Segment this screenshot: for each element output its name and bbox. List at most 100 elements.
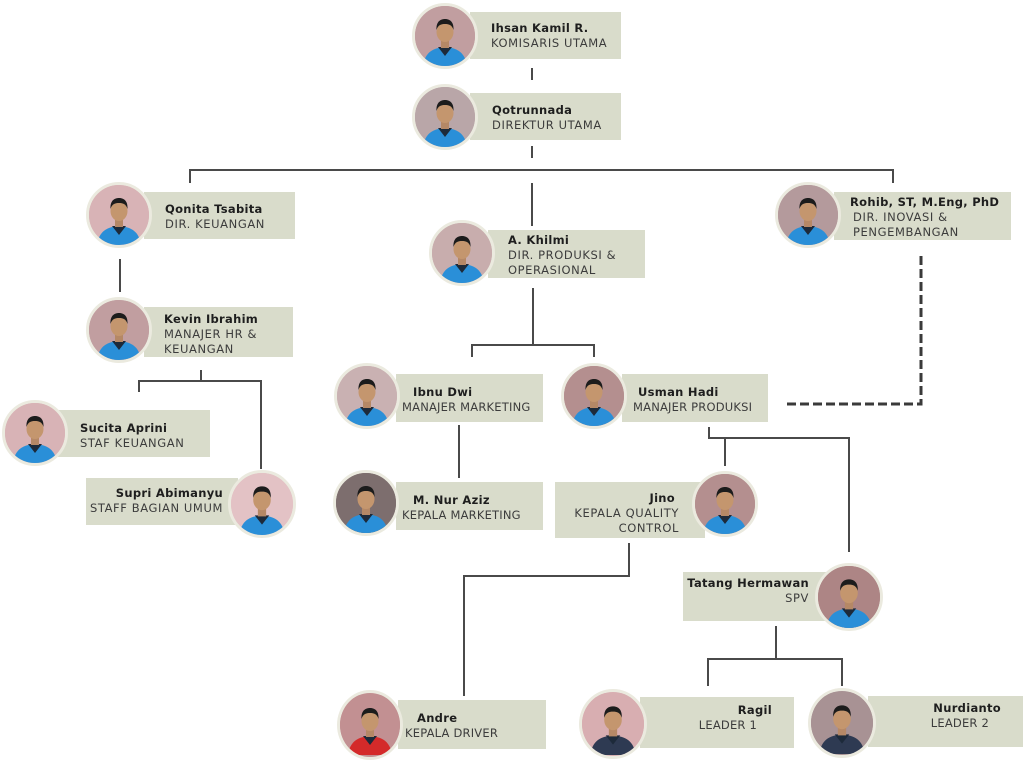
person-name: Ihsan Kamil R. [491, 21, 589, 35]
person-role: KEPALA MARKETING [402, 508, 521, 522]
avatar-manajer-marketing [334, 363, 400, 429]
shirt [572, 407, 616, 426]
shirt [13, 444, 57, 463]
face [361, 711, 379, 731]
node-label-box [396, 374, 543, 422]
person-role: DIR. INOVASI & PENGEMBANGAN [853, 210, 959, 239]
connector-produksi-managers [471, 288, 595, 357]
person-role: MANAJER HR & KEUANGAN [164, 327, 258, 356]
person-role: MANAJER MARKETING [402, 400, 531, 414]
collar [360, 407, 374, 416]
shirt [703, 515, 747, 534]
person-role: SPV [785, 591, 809, 605]
person-name: Sucita Aprini [80, 421, 168, 435]
face [110, 201, 128, 221]
person-role: KEPALA DRIVER [405, 726, 499, 740]
connector-mprod-children [708, 427, 850, 552]
shirt [344, 514, 388, 533]
node-label-box [640, 697, 794, 748]
person-role: STAF KEUANGAN [80, 436, 185, 450]
person-name: Ragil [737, 703, 772, 717]
avatar-direktur [412, 84, 478, 150]
hair [26, 416, 44, 427]
node-label-box [396, 482, 543, 530]
person-name: Andre [417, 711, 458, 725]
person-name: Kevin Ibrahim [164, 312, 259, 326]
person-role: KEPALA QUALITY CONTROL [574, 506, 679, 535]
collar [801, 226, 815, 235]
collar [359, 514, 373, 523]
collar [834, 734, 850, 744]
connector-inovasi-dashed [787, 256, 923, 406]
hair [436, 19, 454, 30]
node-label-box [622, 374, 768, 422]
avatar-manajer-hr [86, 297, 152, 363]
node-label-box [58, 410, 210, 457]
hair [585, 379, 603, 390]
collar [254, 515, 270, 525]
face [436, 103, 454, 123]
shirt [348, 736, 392, 755]
avatar-leader-2 [808, 688, 876, 758]
face [26, 419, 44, 439]
person-role: LEADER 1 [698, 718, 757, 732]
face [110, 316, 128, 336]
shirt [590, 735, 636, 755]
avatar-dir-keuangan [86, 182, 152, 248]
shirt [423, 128, 467, 147]
person-name: Ibnu Dwi [413, 385, 473, 399]
face [357, 489, 375, 509]
hair [361, 708, 379, 719]
connector-hr-staff [138, 370, 262, 469]
connector-qc-driver [463, 543, 630, 696]
avatar-spv [815, 563, 883, 631]
shirt [97, 226, 141, 245]
hair [833, 705, 851, 717]
shirt [345, 407, 389, 426]
person-name: Qotrunnada [492, 103, 573, 117]
hair [110, 313, 128, 324]
node-label-box [470, 93, 621, 140]
collar [363, 736, 377, 745]
face [716, 490, 734, 510]
node-label-box [488, 230, 645, 278]
person-name: A. Khilmi [508, 233, 570, 247]
face [253, 489, 271, 511]
face [453, 239, 471, 259]
avatar-leader-1 [579, 689, 647, 759]
collar [605, 735, 621, 745]
hair [110, 198, 128, 209]
face [585, 382, 603, 402]
avatar-dir-produksi [429, 220, 495, 286]
node-label-box [683, 572, 833, 621]
person-role: DIREKTUR UTAMA [492, 118, 602, 132]
face [604, 709, 622, 731]
shirt [440, 264, 484, 283]
person-name: Supri Abimanyu [115, 486, 223, 500]
face [799, 201, 817, 221]
shirt [826, 608, 872, 628]
node-label-box [144, 307, 293, 357]
face [358, 382, 376, 402]
face [436, 22, 454, 42]
shirt [819, 734, 865, 754]
hair [357, 486, 375, 497]
hair [358, 379, 376, 390]
person-name: Tatang Hermawan [687, 576, 809, 590]
collar [841, 608, 857, 618]
collar [28, 444, 42, 453]
hair [840, 579, 858, 591]
node-label-box [868, 696, 1023, 747]
face [833, 708, 851, 730]
connector-director-bus [189, 169, 894, 183]
node-label-box [398, 700, 546, 749]
person-name: Qonita Tsabita [165, 202, 263, 216]
hair [716, 487, 734, 498]
hair [453, 236, 471, 247]
hair [799, 198, 817, 209]
hair [253, 486, 271, 498]
person-role: DIR. PRODUKSI & OPERASIONAL [508, 248, 617, 277]
collar [438, 128, 452, 137]
person-role: LEADER 2 [930, 716, 989, 730]
